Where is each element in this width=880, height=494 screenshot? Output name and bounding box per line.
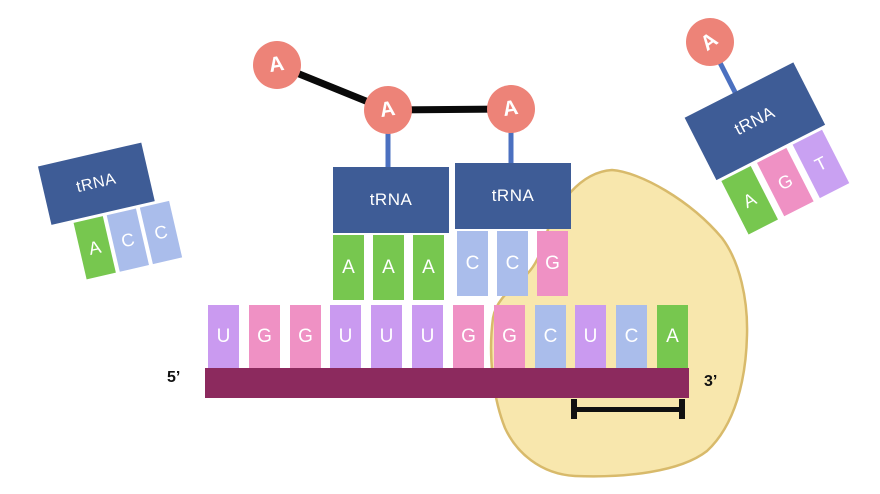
amino-acid-circle: A [364, 86, 412, 134]
mrna-nucleotide: G [290, 305, 321, 368]
anticodon-box: G [537, 231, 568, 296]
mrna-nucleotide: U [412, 305, 443, 368]
mrna-nucleotide: G [249, 305, 280, 368]
scale-bar-right-cap [679, 399, 685, 419]
scale-bar-line [573, 407, 683, 412]
mrna-nucleotide: G [494, 305, 525, 368]
mrna-nucleotide: U [575, 305, 606, 368]
five-prime-label: 5’ [167, 369, 181, 386]
amino-acid-circle: A [253, 41, 301, 89]
scale-bar [571, 399, 685, 419]
mrna-nucleotide: U [208, 305, 239, 368]
mrna-nucleotide: U [371, 305, 402, 368]
amino-acid-linker [716, 58, 739, 96]
mrna-nucleotide: A [657, 305, 688, 368]
anticodon-box: A [333, 235, 364, 300]
mrna-backbone [205, 368, 689, 398]
amino-acid-label: A [267, 51, 287, 78]
anticodon-box: C [497, 231, 528, 296]
mrna-nucleotide: C [535, 305, 566, 368]
amino-acid-label: A [501, 95, 521, 122]
trna-p-site-block: tRNA [333, 167, 449, 233]
amino-acid-circle: A [487, 85, 535, 133]
amino-acid-label: A [696, 27, 723, 56]
mrna-nucleotide: C [616, 305, 647, 368]
anticodon-box: C [457, 231, 488, 296]
scale-bar-left-cap [571, 399, 577, 419]
trna-a-site-block: tRNA [455, 163, 571, 229]
mrna-nucleotide: G [453, 305, 484, 368]
amino-acid-label: A [378, 96, 398, 123]
mrna-nucleotide: U [330, 305, 361, 368]
three-prime-label: 3’ [704, 373, 718, 390]
anticodon-box: A [413, 235, 444, 300]
anticodon-box: A [373, 235, 404, 300]
